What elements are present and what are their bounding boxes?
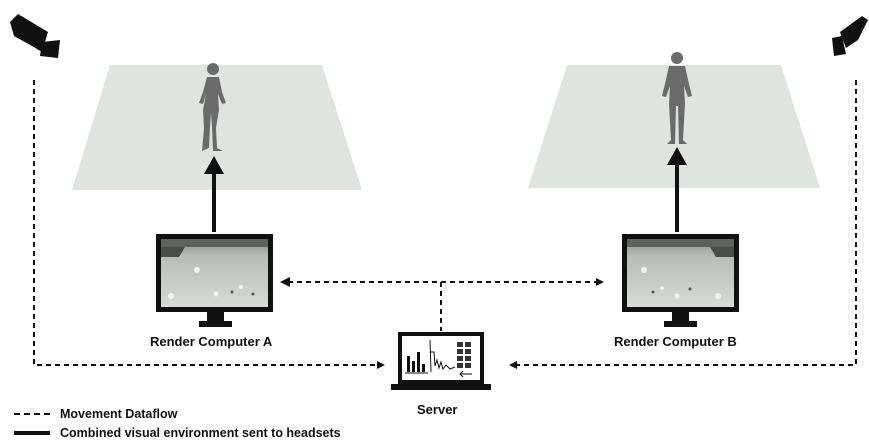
legend-item-movement-dataflow: Movement Dataflow	[14, 407, 177, 421]
legend-label: Movement Dataflow	[60, 407, 178, 421]
video-camera-icon	[832, 16, 868, 56]
video-camera-icon	[10, 14, 60, 58]
server-label: Server	[417, 402, 458, 417]
man-figure-icon	[662, 52, 692, 144]
solid-line-swatch	[14, 431, 50, 435]
render-computer-b-label: Render Computer B	[614, 334, 737, 349]
legend-item-visual-environment: Combined visual environment sent to head…	[14, 426, 341, 440]
laptop-icon	[391, 332, 491, 390]
floor-left	[72, 65, 362, 190]
dataflow-line-camera-right	[509, 80, 857, 369]
woman-figure-icon	[199, 63, 226, 151]
dashed-line-swatch	[14, 413, 50, 415]
legend-label: Combined visual environment sent to head…	[60, 426, 341, 440]
monitor-render-b	[622, 234, 739, 327]
dataflow-line-camera-left	[33, 80, 385, 369]
monitor-render-a	[156, 234, 273, 327]
visual-arrowhead-right	[667, 147, 687, 165]
arrowhead-left	[280, 277, 290, 287]
render-computer-a-label: Render Computer A	[150, 334, 273, 349]
visual-arrowhead-left	[204, 156, 224, 174]
